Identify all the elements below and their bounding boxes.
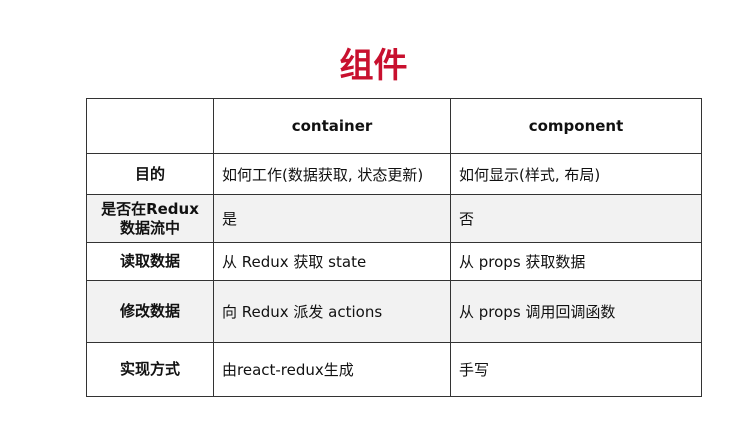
cell-implementation-component: 手写 (450, 342, 702, 397)
cell-purpose-component: 如何显示(样式, 布局) (450, 153, 702, 195)
row-label-implementation: 实现方式 (86, 342, 214, 397)
table-row-implementation: 实现方式 由react-redux生成 手写 (86, 342, 702, 397)
column-header-component: component (450, 98, 702, 154)
table-row-modify-data: 修改数据 向 Redux 派发 actions 从 props 调用回调函数 (86, 280, 702, 343)
cell-read-data-container: 从 Redux 获取 state (213, 242, 451, 281)
cell-in-redux-flow-container: 是 (213, 194, 451, 243)
cell-in-redux-flow-component: 否 (450, 194, 702, 243)
row-label-modify-data: 修改数据 (86, 280, 214, 343)
table-corner-cell (86, 98, 214, 154)
table-header-row: container component (86, 98, 702, 154)
row-label-read-data: 读取数据 (86, 242, 214, 281)
table-row-in-redux-flow: 是否在Redux数据流中 是 否 (86, 194, 702, 243)
cell-read-data-component: 从 props 获取数据 (450, 242, 702, 281)
row-label-purpose: 目的 (86, 153, 214, 195)
cell-implementation-container: 由react-redux生成 (213, 342, 451, 397)
table-row-read-data: 读取数据 从 Redux 获取 state 从 props 获取数据 (86, 242, 702, 281)
cell-modify-data-container: 向 Redux 派发 actions (213, 280, 451, 343)
slide-title: 组件 (339, 46, 408, 86)
comparison-table: container component 目的 如何工作(数据获取, 状态更新) … (86, 98, 702, 397)
row-label-in-redux-flow: 是否在Redux数据流中 (86, 194, 214, 243)
table-row-purpose: 目的 如何工作(数据获取, 状态更新) 如何显示(样式, 布局) (86, 153, 702, 195)
column-header-container: container (213, 98, 451, 154)
cell-modify-data-component: 从 props 调用回调函数 (450, 280, 702, 343)
cell-purpose-container: 如何工作(数据获取, 状态更新) (213, 153, 451, 195)
